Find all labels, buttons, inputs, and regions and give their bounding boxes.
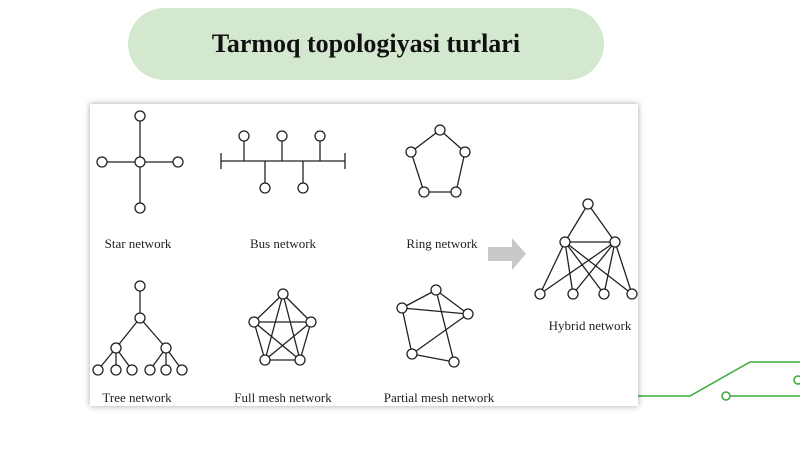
full-mesh-network-diagram <box>248 288 317 366</box>
full-mesh-network-label: Full mesh network <box>234 390 332 405</box>
partial-mesh-network-diagram <box>396 284 474 368</box>
ring-network-label: Ring network <box>406 236 478 251</box>
topology-figure: Star network Bus network Ring network Tr… <box>90 104 638 406</box>
tree-network-label: Tree network <box>102 390 172 405</box>
star-network-diagram <box>96 110 184 214</box>
star-network-label: Star network <box>104 236 172 251</box>
slide-title-banner: Tarmoq topologiyasi turlari <box>128 8 604 80</box>
topology-diagrams <box>92 110 638 376</box>
bus-network-label: Bus network <box>249 236 317 251</box>
arrow-icon <box>488 238 526 270</box>
partial-mesh-network-label: Partial mesh network <box>383 390 495 405</box>
ring-network-diagram <box>405 124 471 198</box>
bus-network-diagram <box>220 130 346 194</box>
hybrid-network-diagram <box>534 198 638 300</box>
slide-title: Tarmoq topologiyasi turlari <box>211 29 521 58</box>
tree-network-diagram <box>92 280 188 376</box>
hybrid-network-label: Hybrid network <box>548 318 632 333</box>
